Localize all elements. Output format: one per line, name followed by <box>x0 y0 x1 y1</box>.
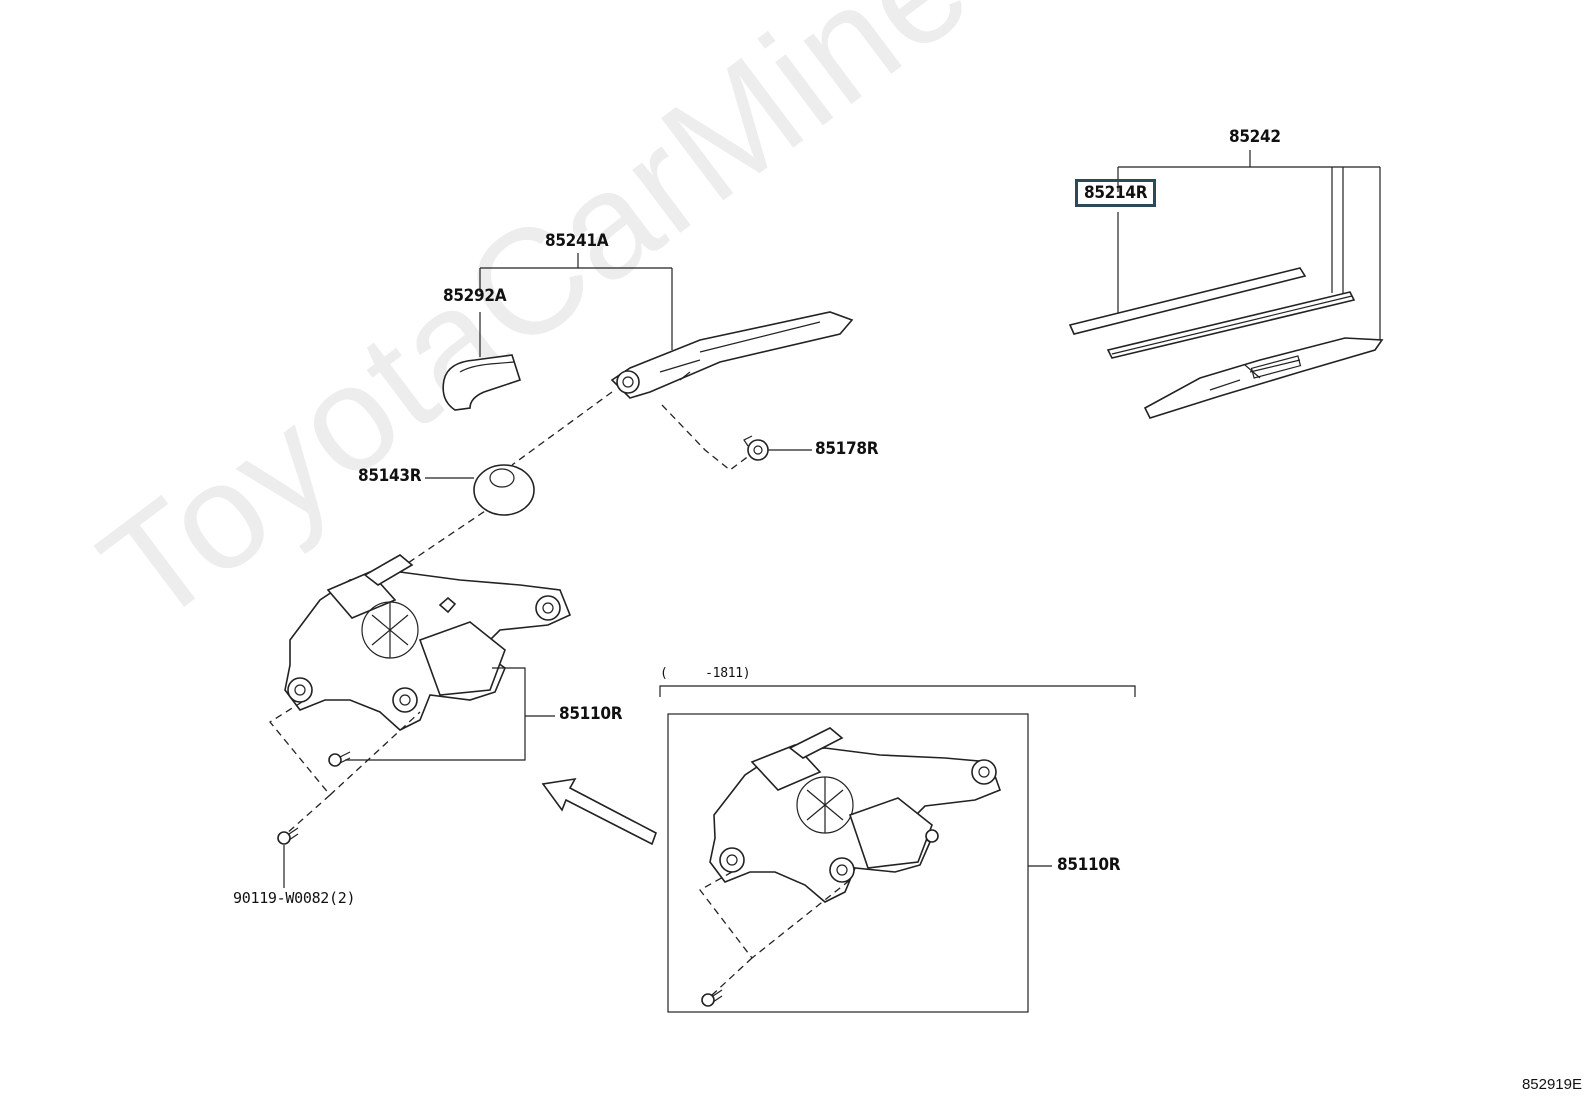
motor-85110R-main[interactable] <box>284 554 572 731</box>
label-85241A[interactable]: 85241A <box>545 231 609 251</box>
label-85214R[interactable]: 85214R <box>1075 179 1157 207</box>
cap-85143R[interactable] <box>425 464 535 516</box>
label-85292A[interactable]: 85292A <box>443 286 507 306</box>
label-85110R-inset[interactable]: 85110R <box>1057 855 1121 875</box>
label-85242[interactable]: 85242 <box>1229 127 1281 147</box>
motor-85110R-inset[interactable] <box>709 727 1002 903</box>
label-85178R[interactable]: 85178R <box>815 439 879 459</box>
bolt-main[interactable] <box>328 751 351 767</box>
label-date-range: ( -1811) <box>660 666 751 681</box>
nut-85178R[interactable] <box>743 435 812 461</box>
inset-box <box>667 713 1029 1013</box>
label-90119-W0082[interactable]: 90119-W0082(2) <box>233 889 356 907</box>
arm-assembly-85241A[interactable] <box>442 253 854 411</box>
reference-arrow <box>541 777 657 846</box>
bolt-90119[interactable] <box>277 827 299 888</box>
bolt-inset[interactable] <box>701 989 723 1007</box>
label-85143R[interactable]: 85143R <box>358 466 422 486</box>
blade-assembly-85242[interactable] <box>1068 150 1384 419</box>
label-85110R-main[interactable]: 85110R <box>559 704 623 724</box>
diagram-code: 852919E <box>1521 1076 1582 1093</box>
